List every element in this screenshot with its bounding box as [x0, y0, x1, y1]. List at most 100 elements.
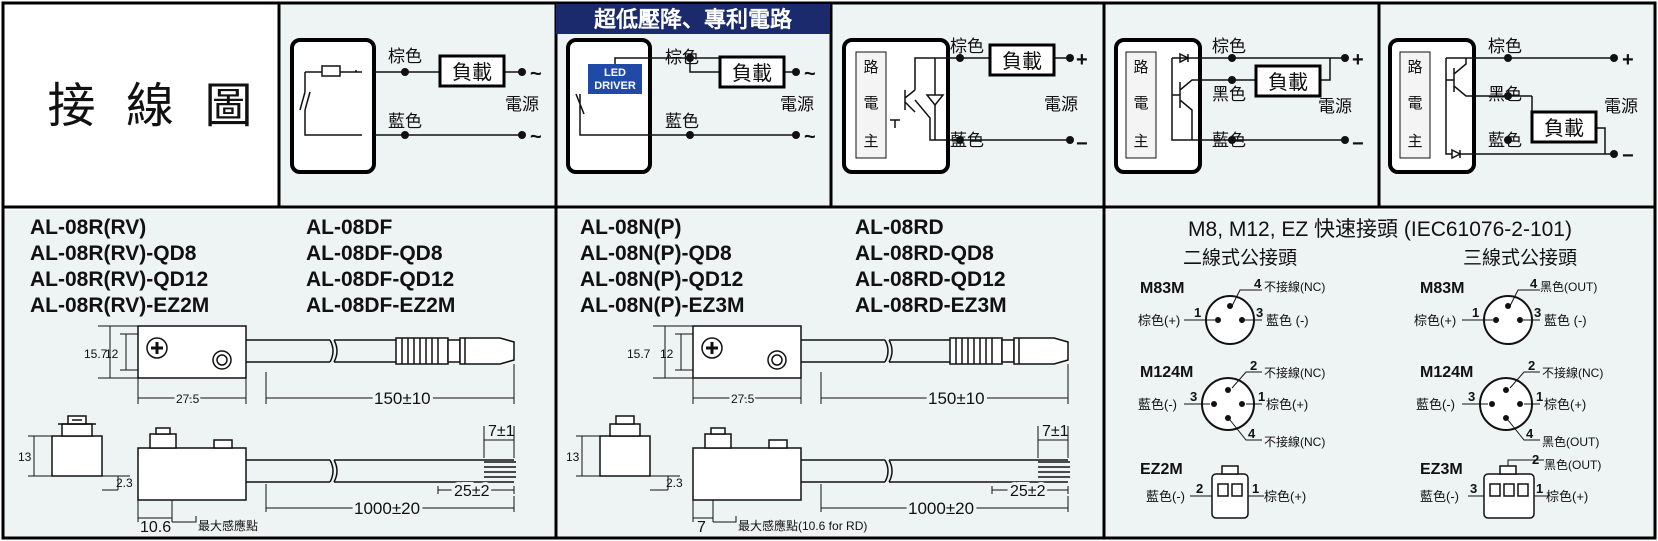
dim-left-h-outer: 15.7 [84, 347, 108, 361]
conn-m124m-3w-pin3: 3 [1468, 389, 1475, 404]
model-df-3: AL-08DF-EZ2M [306, 294, 455, 317]
conn-m124m-3w-nc: 不接線(NC) [1542, 365, 1603, 380]
model-r-rv-2: AL-08R(RV)-QD12 [30, 268, 208, 291]
dim-right-sense: 7 [697, 519, 706, 536]
conn-m124m-3w-pin1: 1 [1536, 389, 1543, 404]
circuit-1-blue: 藍色 [388, 112, 422, 131]
dim-left-qd-cable: 150±10 [374, 389, 431, 408]
model-rd-0: AL-08RD [855, 216, 944, 239]
conn-m83m-2w-blue: 藍色 (-) [1266, 313, 1309, 328]
c5-main-2: 電 [1407, 95, 1422, 112]
dim-left-cable: 1000±20 [354, 499, 420, 518]
conn-m83m-3w-pin4: 4 [1530, 276, 1538, 291]
circuit-1: 負載 棕色 藍色 電源 ~ ~ [290, 38, 542, 174]
conn-m124m-3w: M124M [1420, 364, 1473, 381]
conn-m83m-2w-brown: 棕色(+) [1138, 313, 1180, 328]
circuit-3-plus: + [1076, 49, 1088, 71]
circuit-3-load: 負載 [1002, 50, 1042, 73]
conn-m83m-3w: M83M [1420, 280, 1464, 297]
conn-m83m-2w-pin1: 1 [1194, 305, 1201, 320]
dim-left-side-h: 13 [18, 450, 32, 464]
circuit-3: 路 電 主 負載 棕色 藍色 電源 + − [842, 37, 1088, 174]
model-list-r-rv: AL-08R(RV) AL-08R(RV)-QD8 AL-08R(RV)-QD1… [30, 216, 209, 317]
circuit-1-power: 電源 [505, 95, 539, 114]
dim-left-wire: 25±2 [454, 483, 490, 500]
model-n-p-3: AL-08N(P)-EZ3M [580, 294, 745, 317]
conn-m124m-2w-pin4: 4 [1248, 426, 1256, 441]
conn-m124m-3w-pin2: 2 [1528, 358, 1535, 373]
conn-m83m-2w-pin3: 3 [1256, 305, 1263, 320]
c4-main-2: 電 [1133, 95, 1148, 112]
circuit-5-black: 黑色 [1488, 85, 1522, 104]
conn-m124m-2w-nc4: 不接線(NC) [1264, 434, 1325, 449]
model-list-rd: AL-08RD AL-08RD-QD8 AL-08RD-QD12 AL-08RD… [855, 216, 1007, 317]
circuit-2: LED DRIVER 負載 棕色 藍色 電源 ~ ~ [566, 38, 816, 174]
connectors-three-wire: 三線式公接頭 [1463, 247, 1577, 269]
model-list-df: AL-08DF AL-08DF-QD8 AL-08DF-QD12 AL-08DF… [306, 216, 455, 317]
conn-m83m-3w-black: 黑色(OUT) [1540, 280, 1597, 294]
led-line1: LED [604, 67, 626, 79]
dim-left-side-offset: 2.3 [116, 476, 133, 490]
circuit-2-blue: 藍色 [665, 112, 699, 131]
model-df-1: AL-08DF-QD8 [306, 242, 443, 265]
model-rd-2: AL-08RD-QD12 [855, 268, 1006, 291]
circuit-5-plus: + [1622, 49, 1634, 71]
wiring-title: 接 線 圖 [47, 78, 252, 134]
circuit-4-load: 負載 [1268, 71, 1308, 94]
conn-m83m-3w-pin1: 1 [1472, 305, 1479, 320]
conn-m124m-2w-pin2: 2 [1250, 358, 1257, 373]
dim-left-strip: 7±1 [488, 423, 515, 440]
connectors-title: M8, M12, EZ 快速接頭 (IEC61076-2-101) [1188, 218, 1572, 241]
conn-m124m-2w-nc2: 不接線(NC) [1264, 365, 1325, 380]
c3-main-1: 路 [863, 59, 878, 76]
banner [556, 4, 830, 34]
conn-ez3m-pin2: 2 [1532, 452, 1539, 467]
banner-text: 超低壓降、專利電路 [594, 7, 793, 32]
circuit-5-brown: 棕色 [1488, 37, 1522, 56]
c3-main-3: 主 [863, 133, 878, 150]
circuit-4-black: 黑色 [1212, 85, 1246, 104]
circuit-5-load: 負載 [1544, 117, 1584, 140]
circuit-2-load: 負載 [732, 62, 772, 85]
dim-right-qd-cable: 150±10 [928, 389, 985, 408]
dim-right-strip: 7±1 [1042, 423, 1069, 440]
dim-left-sense-label: 最大感應點 [198, 518, 258, 533]
model-r-rv-3: AL-08R(RV)-EZ2M [30, 294, 209, 317]
circuit-4-minus: − [1352, 133, 1364, 155]
circuit-5: 路 電 主 負載 棕色 黑色 藍色 電源 + − [1388, 37, 1638, 174]
c5-main-1: 路 [1407, 59, 1422, 76]
conn-ez2m-brown: 棕色(+) [1264, 489, 1306, 504]
circuit-2-power: 電源 [780, 95, 814, 114]
circuit-4-plus: + [1352, 49, 1364, 71]
conn-m124m-3w-blue: 藍色(-) [1416, 397, 1455, 412]
circuit-1-brown: 棕色 [388, 47, 422, 66]
circuit-1-ac-top: ~ [530, 63, 542, 85]
conn-m124m-3w-black: 黑色(OUT) [1542, 435, 1599, 449]
conn-m83m-3w-blue: 藍色 (-) [1544, 313, 1587, 328]
conn-m83m-2w: M83M [1140, 280, 1184, 297]
circuit-3-minus: − [1076, 133, 1088, 155]
model-df-2: AL-08DF-QD12 [306, 268, 454, 291]
circuit-3-brown: 棕色 [950, 37, 984, 56]
dim-right-h-outer: 15.7 [627, 347, 651, 361]
conn-ez3m-brown: 棕色(+) [1546, 489, 1588, 504]
conn-m124m-3w-brown: 棕色(+) [1544, 397, 1586, 412]
circuit-5-power: 電源 [1604, 97, 1638, 116]
dim-left-sense: 10.6 [140, 519, 171, 536]
c3-main-2: 電 [863, 95, 878, 112]
conn-m124m-2w: M124M [1140, 364, 1193, 381]
drawing-left: 15.7 12 27.5 150±10 13 2.3 [18, 325, 516, 536]
circuit-4-blue: 藍色 [1212, 131, 1246, 150]
model-r-rv-0: AL-08R(RV) [30, 216, 146, 239]
conn-m124m-2w-blue: 藍色(-) [1138, 397, 1177, 412]
connectors-panel: M8, M12, EZ 快速接頭 (IEC61076-2-101) 二線式公接頭… [1138, 218, 1603, 519]
connectors-two-wire: 二線式公接頭 [1183, 247, 1297, 269]
conn-m83m-3w-pin3: 3 [1534, 305, 1541, 320]
model-n-p-2: AL-08N(P)-QD12 [580, 268, 743, 291]
conn-ez2m-pin1: 1 [1252, 481, 1259, 496]
led-line2: DRIVER [594, 80, 636, 92]
led-driver-box [588, 64, 642, 94]
conn-ez2m-pin2: 2 [1196, 481, 1203, 496]
conn-m124m-2w-brown: 棕色(+) [1266, 397, 1308, 412]
